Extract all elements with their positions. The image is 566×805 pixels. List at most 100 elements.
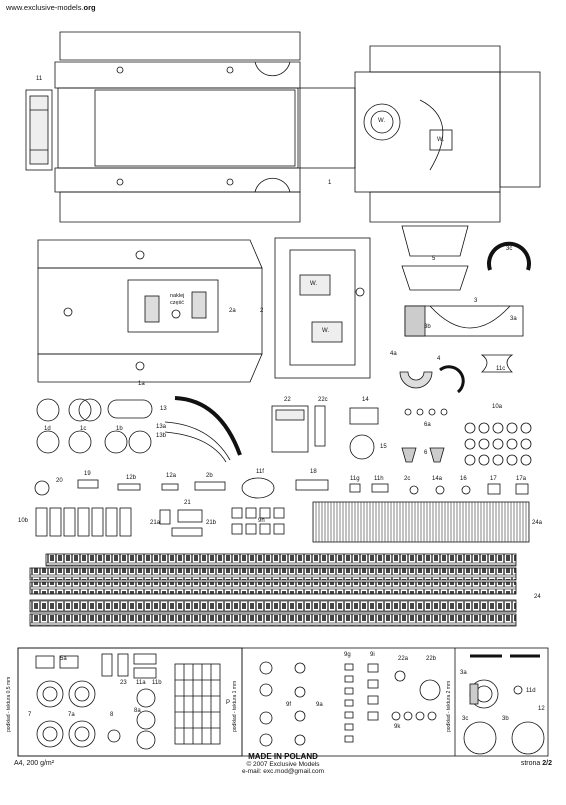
part-label-2b: 2b bbox=[206, 473, 213, 479]
website-url: www.exclusive-models.org bbox=[6, 3, 96, 12]
part-label-13: 13 bbox=[160, 406, 167, 412]
part-label-11: 11 bbox=[36, 76, 43, 82]
part-22 bbox=[271, 405, 326, 453]
part-label-9g: 9g bbox=[344, 652, 351, 658]
part-label-1: 1 bbox=[328, 180, 332, 186]
parts-10a bbox=[401, 408, 532, 466]
part-label-14: 14 bbox=[362, 397, 369, 403]
part-label-19: 19 bbox=[84, 471, 91, 477]
window-mark: W. bbox=[437, 137, 444, 143]
part-label-11a: 11a bbox=[136, 680, 146, 686]
part-label-7a: 7a bbox=[68, 712, 75, 718]
part-2a bbox=[37, 239, 263, 383]
part-label-5a: 5a bbox=[60, 656, 67, 662]
part-label-17: 17 bbox=[490, 476, 497, 482]
part-2 bbox=[274, 237, 371, 379]
part-10b bbox=[35, 507, 285, 537]
part-label-22a: 22a bbox=[398, 656, 409, 662]
part-label-10b: 10b bbox=[18, 518, 29, 524]
part-label-8: 8 bbox=[110, 712, 114, 718]
wheels-1 bbox=[36, 398, 153, 454]
part-label-9h: 9h bbox=[258, 518, 265, 524]
part-label-18: 18 bbox=[310, 469, 317, 475]
part-1-hull bbox=[54, 31, 541, 223]
page-number: strona 2/2 bbox=[520, 760, 552, 767]
part-label-15: 15 bbox=[380, 444, 387, 450]
part-label-20: 20 bbox=[56, 478, 63, 484]
part-label-14a: 14a bbox=[432, 476, 443, 482]
part-label-1a: 1a bbox=[138, 381, 145, 387]
note-cardboard-05: podkład - tektura 0,5 mm bbox=[6, 676, 12, 732]
part-13 bbox=[164, 396, 242, 463]
part-label-24: 24 bbox=[534, 594, 541, 600]
window-mark: W. bbox=[322, 328, 329, 334]
part-label-8a: 8a bbox=[134, 708, 141, 714]
part-label-21a: 21a bbox=[150, 520, 161, 526]
part-label-12a: 12a bbox=[166, 473, 177, 479]
part-label-12b: 12b bbox=[126, 475, 137, 481]
part-label-6: 6 bbox=[424, 450, 428, 456]
part-label-23: 23 bbox=[120, 680, 127, 686]
part-label-22: 22 bbox=[284, 397, 291, 403]
part-label-6a: 6a bbox=[424, 422, 431, 428]
part-label-9i: 9i bbox=[370, 652, 375, 658]
part-label-11g: 11g bbox=[350, 476, 360, 482]
part-label-2: 2 bbox=[260, 308, 264, 314]
part-label-11c: 11c bbox=[496, 366, 506, 372]
sticker-note-line1: naklej bbox=[170, 293, 185, 299]
email: e-mail: exc.mod@gmail.com bbox=[241, 768, 325, 775]
part-label-P: P bbox=[226, 700, 231, 706]
part-label-1b: 1b bbox=[116, 426, 123, 432]
note-cardboard-2: podkład - tektura 2 mm bbox=[446, 680, 452, 732]
part-label-3a: 3a bbox=[510, 316, 517, 322]
part-label-4: 4 bbox=[437, 356, 441, 362]
window-mark: W. bbox=[310, 281, 317, 287]
bottom-panels bbox=[17, 647, 549, 757]
part-label-3b-bottom: 3b bbox=[502, 716, 509, 722]
part-label-3c-bottom: 3c bbox=[462, 716, 469, 722]
parts-4 bbox=[399, 354, 514, 394]
parts-3-5 bbox=[401, 225, 531, 337]
part-label-22c: 22c bbox=[318, 397, 328, 403]
part-label-21: 21 bbox=[184, 500, 191, 506]
part-11-endpiece bbox=[25, 89, 53, 171]
footer-credits: MADE IN POLAND © 2007 Exclusive Models e… bbox=[0, 752, 566, 775]
part-label-1c: 1c bbox=[80, 426, 87, 432]
part-label-4a: 4a bbox=[390, 351, 397, 357]
part-label-13a: 13a bbox=[156, 424, 167, 430]
part-label-24a: 24a bbox=[532, 520, 543, 526]
part-label-11f: 11f bbox=[256, 469, 264, 475]
window-mark: W. bbox=[378, 118, 385, 124]
part-label-9k: 9k bbox=[394, 724, 401, 730]
part-label-16: 16 bbox=[460, 476, 467, 482]
part-label-13b: 13b bbox=[156, 433, 167, 439]
part-label-2c: 2c bbox=[404, 476, 411, 482]
part-label-11h: 11h bbox=[374, 476, 384, 482]
part-label-11d: 11d bbox=[526, 688, 536, 694]
part-24a-strip bbox=[312, 501, 530, 543]
part-label-5: 5 bbox=[432, 256, 436, 262]
part-label-21b: 21b bbox=[206, 520, 217, 526]
part-label-3b: 3b bbox=[424, 324, 431, 330]
part-label-9f: 9f bbox=[286, 702, 292, 708]
sticker-note-line2: część bbox=[170, 300, 185, 306]
part-label-22b: 22b bbox=[426, 656, 437, 662]
part-24-tracks bbox=[29, 553, 517, 627]
copyright: © 2007 Exclusive Models bbox=[246, 761, 320, 768]
paper-spec: A4, 200 g/m² bbox=[14, 760, 55, 767]
part-label-3c: 3c bbox=[506, 246, 513, 252]
part-label-3a-bottom: 3a bbox=[460, 670, 467, 676]
note-cardboard-1: podkład - tektura 1 mm bbox=[232, 680, 238, 732]
part-label-3: 3 bbox=[474, 298, 478, 304]
part-label-10a: 10a bbox=[492, 404, 503, 410]
part-label-12: 12 bbox=[538, 706, 545, 712]
part-label-1d: 1d bbox=[44, 426, 51, 432]
part-label-7: 7 bbox=[28, 712, 32, 718]
small-parts-row bbox=[34, 477, 529, 499]
part-label-11b: 11b bbox=[152, 680, 162, 686]
part-label-17a: 17a bbox=[516, 476, 527, 482]
part-label-9a: 9a bbox=[316, 702, 323, 708]
part-label-2a: 2a bbox=[229, 308, 236, 314]
